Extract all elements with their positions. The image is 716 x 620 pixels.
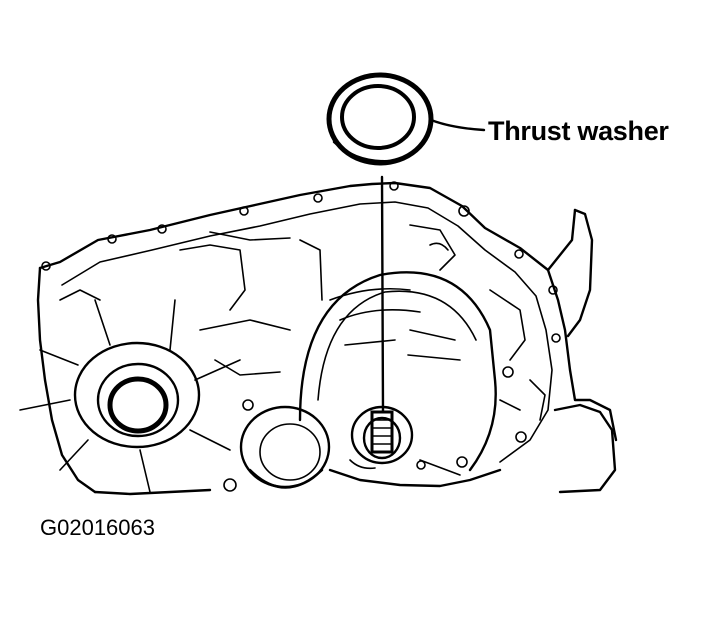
bolt-holes — [41, 181, 561, 492]
main-bore — [298, 271, 497, 472]
callout-leader-line — [429, 118, 486, 132]
output-shaft-hub — [350, 405, 414, 465]
thrust-washer — [326, 72, 434, 166]
figure-code: G02016063 — [40, 515, 155, 540]
case-ribs — [59, 224, 546, 476]
bearing-race — [239, 405, 331, 489]
installation-axis-line — [380, 175, 385, 414]
transaxle-case-outline — [36, 181, 618, 496]
left-bearing-bore — [19, 299, 241, 493]
thrust-washer-label: Thrust washer — [488, 116, 669, 146]
